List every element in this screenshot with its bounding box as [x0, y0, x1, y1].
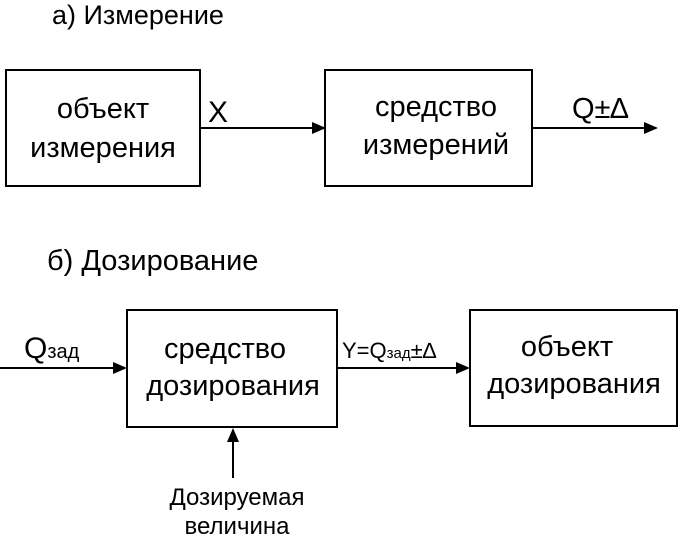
measurement-result-arrowhead [644, 122, 658, 134]
dosed-quantity-label-suffix: ±∆ [411, 338, 437, 363]
dosing-object-box [469, 309, 678, 427]
dosing-device-label-line2: дозирования [146, 370, 320, 402]
dosed-quantity-label-subscript: зад [387, 345, 411, 362]
measurement-object-block: объект измерения [5, 69, 201, 187]
setpoint-label-main: Q [24, 332, 47, 365]
setpoint-arrow: Qзад [0, 332, 127, 374]
measured-quantity-arrowhead [312, 122, 326, 134]
measurement-object-label-line2: измерения [30, 132, 176, 164]
measured-quantity-label: X [208, 96, 228, 129]
dosed-quantity-input-label-line1: Дозируемая [169, 484, 304, 511]
setpoint-label-subscript: зад [47, 341, 79, 363]
measured-quantity-arrow: X [200, 96, 326, 134]
dosed-quantity-input-label-line2: величина [185, 513, 291, 539]
dosing-object-label-line1: объект [521, 331, 613, 363]
measuring-instrument-label-line1: средство [375, 91, 497, 123]
dosed-quantity-label-prefix: Y=Q [342, 338, 387, 363]
dosing-device-label-line1: средство [164, 333, 286, 365]
measurement-result-label: Q±∆ [572, 93, 628, 125]
dosed-quantity-label: Y=Qзад±∆ [342, 338, 437, 363]
dosing-device-box [126, 309, 338, 428]
dosing-device-block: средство дозирования [126, 309, 338, 428]
measuring-instrument-block: средство измерений [324, 69, 533, 187]
section-a-title: а) Измерение [52, 0, 224, 30]
dosed-quantity-arrow: Y=Qзад±∆ [337, 338, 470, 374]
dosed-quantity-input-arrowhead [227, 428, 239, 442]
dosing-object-label-line2: дозирования [487, 368, 661, 400]
measurement-result-arrow: Q±∆ [532, 93, 658, 134]
measurement-object-label-line1: объект [57, 93, 149, 125]
dosed-quantity-arrowhead [456, 362, 470, 374]
section-b-title: б) Дозирование [47, 245, 258, 277]
dosed-quantity-input-arrow: Дозируемая величина [169, 428, 305, 539]
setpoint-arrowhead [113, 362, 127, 374]
measuring-instrument-label-line2: измерений [363, 129, 509, 161]
measurement-object-box [5, 69, 201, 187]
dosing-object-block: объект дозирования [469, 309, 678, 427]
setpoint-label: Qзад [24, 332, 80, 365]
measuring-instrument-box [324, 69, 533, 187]
section-a: а) Измерение объект измерения X средство… [5, 0, 658, 187]
section-b: б) Дозирование Qзад средство дозирования… [0, 245, 678, 539]
